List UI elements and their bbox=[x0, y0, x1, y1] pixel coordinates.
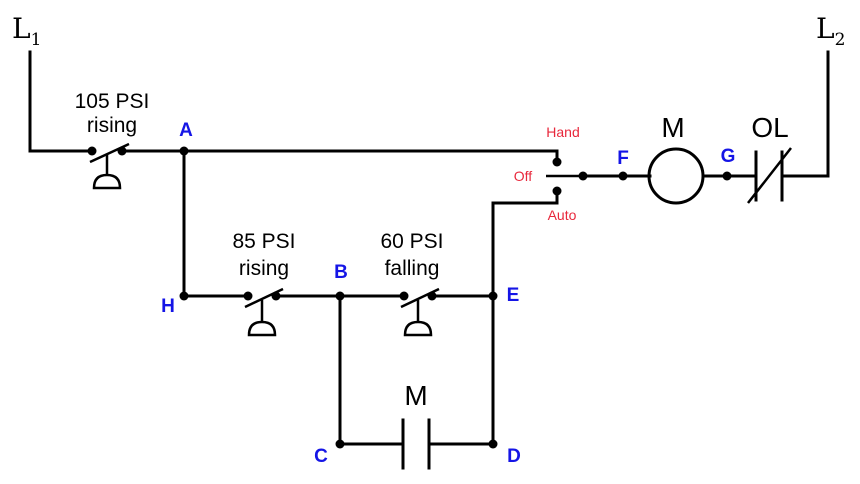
motor-coil bbox=[647, 147, 705, 205]
selector-hand-label: Hand bbox=[546, 124, 579, 140]
psi85-label-line1: 85 PSI bbox=[232, 230, 295, 253]
node-label-c: C bbox=[314, 446, 328, 467]
node-label-f: F bbox=[617, 148, 629, 169]
hand-off-auto-selector bbox=[546, 157, 588, 196]
seal-in-contact bbox=[401, 418, 431, 470]
l2-rail-label: L2 bbox=[816, 12, 845, 50]
rung-a-wire bbox=[120, 149, 559, 160]
psi60-label-line1: 60 PSI bbox=[380, 230, 443, 253]
pressure-switch-105 bbox=[87, 142, 130, 190]
junction-f bbox=[618, 171, 628, 181]
seal-in-contact-label: M bbox=[404, 380, 427, 411]
node-label-h: H bbox=[161, 296, 175, 317]
wire-b-c bbox=[338, 294, 405, 446]
junction-d bbox=[488, 439, 498, 449]
junction-g bbox=[722, 171, 732, 181]
pressure-switch-85 bbox=[243, 287, 284, 337]
junction-c bbox=[335, 439, 345, 449]
node-label-d: D bbox=[507, 446, 521, 467]
wire-a-h bbox=[182, 149, 248, 298]
psi85-label-line2: rising bbox=[239, 257, 289, 280]
node-label-g: G bbox=[721, 146, 736, 167]
psi60-label-line2: falling bbox=[385, 257, 440, 280]
wire-d-e-auto bbox=[491, 194, 559, 446]
l1-rail-wire bbox=[28, 50, 94, 153]
junction-h bbox=[179, 291, 189, 301]
motor-label: M bbox=[661, 112, 684, 143]
psi105-label-line2: rising bbox=[87, 114, 137, 137]
psi105-label-line1: 105 PSI bbox=[75, 90, 150, 113]
l1-rail-label: L1 bbox=[12, 12, 41, 50]
l2-rail-wire bbox=[780, 50, 830, 178]
selector-off-label: Off bbox=[514, 168, 533, 184]
node-label-e: E bbox=[507, 285, 520, 306]
overload-label: OL bbox=[751, 112, 788, 143]
node-label-b: B bbox=[334, 262, 348, 283]
selector-auto-label: Auto bbox=[548, 207, 577, 223]
node-label-a: A bbox=[179, 120, 193, 141]
